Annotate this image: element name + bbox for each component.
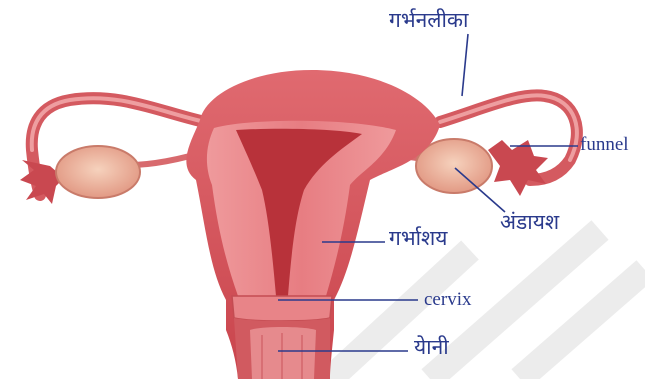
watermark xyxy=(330,230,645,379)
cervix-label: cervix xyxy=(424,290,471,309)
leader-fallopian-tube xyxy=(462,34,468,96)
uterus-label: गर्भाशय xyxy=(389,228,448,249)
fallopian-tube-label: गर्भनलीका xyxy=(389,10,469,31)
funnel-label: funnel xyxy=(580,135,629,154)
ovary-label: अंडायश xyxy=(500,212,559,233)
left-ovary xyxy=(56,146,140,198)
vagina-label: येानी xyxy=(414,337,449,358)
right-fimbriae xyxy=(488,140,548,196)
